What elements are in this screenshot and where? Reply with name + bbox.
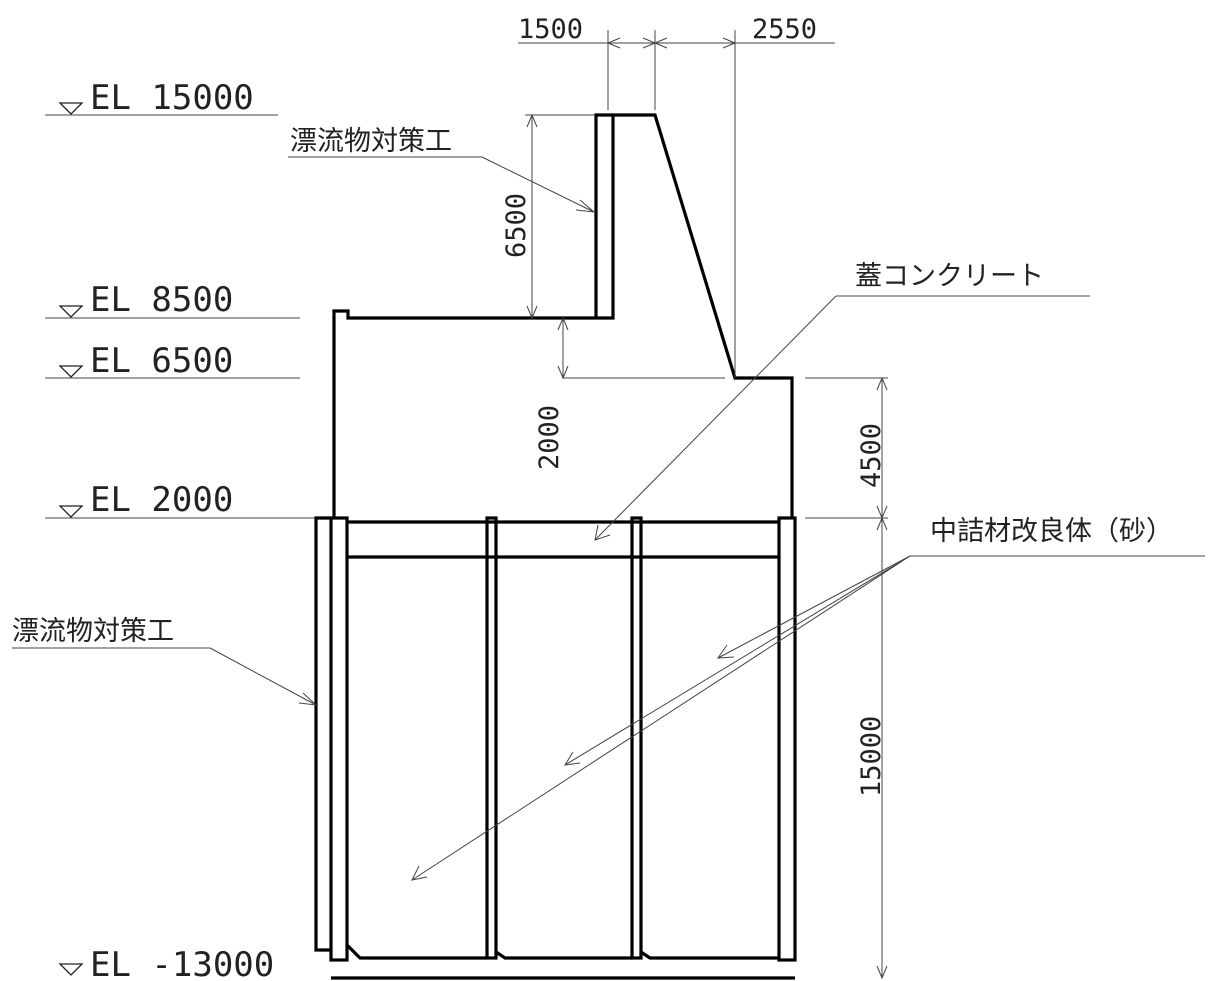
lower-cell-structure xyxy=(314,516,797,980)
label-cap-concrete: 蓋コンクリート xyxy=(594,261,1090,541)
dimension-label-1500: 1500 xyxy=(518,14,583,45)
elevation-label: EL -13000 xyxy=(90,945,274,981)
label-debris-lower: 漂流物対策工 xyxy=(12,616,318,706)
dimension-label-2000: 2000 xyxy=(534,405,565,470)
debris-upper-text: 漂流物対策工 xyxy=(290,126,452,157)
dimension-label-15000: 15000 xyxy=(856,716,887,797)
partition-wall-1 xyxy=(485,516,498,960)
dimension-cell-height: 15000 xyxy=(856,516,888,980)
elevation-marker-6500: EL 6500 xyxy=(45,341,300,381)
elevation-marker-minus-13000: EL -13000 xyxy=(58,945,274,981)
label-debris-upper: 漂流物対策工 xyxy=(288,126,596,213)
label-fill-material: 中詰材改良体（砂） xyxy=(411,516,1205,881)
elevation-label: EL 8500 xyxy=(90,280,233,320)
elevation-label: EL 15000 xyxy=(90,78,254,118)
dimension-label-4500: 4500 xyxy=(856,423,887,488)
fill-material-text: 中詰材改良体（砂） xyxy=(930,516,1173,547)
elevation-marker-2000: EL 2000 xyxy=(45,480,315,520)
debris-lower-text: 漂流物対策工 xyxy=(12,616,174,647)
lower-debris-plate xyxy=(314,516,331,952)
left-wall xyxy=(329,516,349,962)
dimension-step-height: 2000 xyxy=(534,316,725,470)
right-wall xyxy=(777,516,797,962)
dimension-label-6500: 6500 xyxy=(501,193,532,258)
partition-wall-2 xyxy=(630,516,643,960)
dimension-parapet-height: 6500 xyxy=(501,113,595,320)
parapet-debris-plate xyxy=(594,113,613,318)
elevation-label: EL 2000 xyxy=(90,480,233,520)
dimension-cap-height: 4500 xyxy=(805,376,888,520)
dimension-crest-width: 1500 xyxy=(518,14,835,378)
elevation-marker-15000: EL 15000 xyxy=(45,78,278,118)
dimension-slope-width: 2550 xyxy=(752,14,817,45)
upper-concrete-structure xyxy=(332,113,794,518)
cap-concrete-text: 蓋コンクリート xyxy=(855,261,1044,292)
elevation-label: EL 6500 xyxy=(90,341,233,381)
dimension-label-2550: 2550 xyxy=(752,14,817,45)
elevation-marker-8500: EL 8500 xyxy=(45,280,300,320)
